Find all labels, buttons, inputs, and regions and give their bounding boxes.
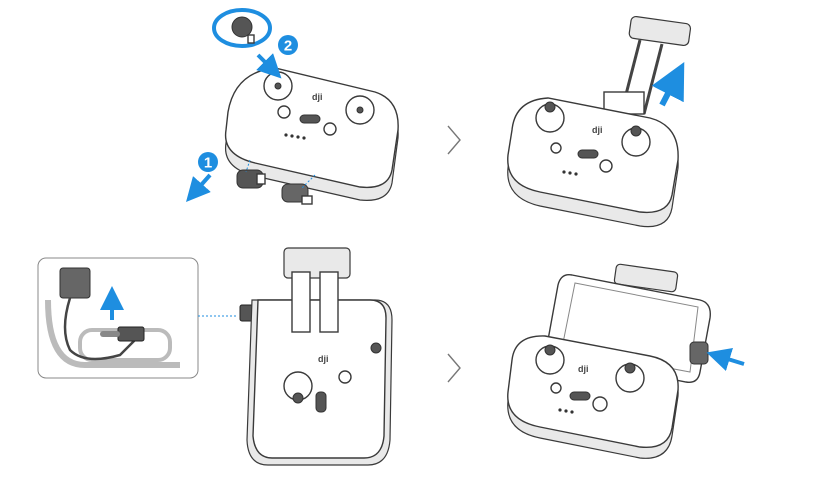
control-stick bbox=[281, 183, 313, 205]
cable-connector bbox=[59, 267, 91, 299]
function-button bbox=[277, 105, 291, 119]
mobile-device-holder bbox=[283, 247, 351, 279]
remove-arrow-icon bbox=[186, 173, 212, 202]
rotate-arrow-icon bbox=[212, 8, 272, 48]
panel-remove-sticks: dji 2 1 bbox=[186, 8, 399, 205]
step-2-badge: 2 bbox=[278, 35, 298, 55]
dji-logo: dji bbox=[312, 92, 323, 102]
battery-leds bbox=[284, 133, 306, 140]
insert-arrow-icon bbox=[256, 53, 282, 79]
svg-text:2: 2 bbox=[284, 38, 292, 55]
rc-cable bbox=[63, 297, 141, 361]
extend-arrow-icon bbox=[651, 62, 685, 107]
dji-logo: dji bbox=[592, 125, 603, 135]
svg-text:1: 1 bbox=[204, 155, 212, 172]
dji-logo: dji bbox=[318, 354, 329, 364]
mobile-device-holder bbox=[613, 263, 679, 293]
return-to-home-button bbox=[323, 122, 337, 136]
cable-connector bbox=[689, 341, 709, 365]
remote-controller: dji bbox=[224, 67, 399, 201]
panel-extend-holder: dji bbox=[507, 15, 692, 228]
control-stick-rotating bbox=[212, 8, 272, 48]
control-stick bbox=[236, 169, 266, 189]
next-step-chevron-icon bbox=[447, 125, 461, 155]
next-step-chevron-icon bbox=[447, 353, 461, 383]
flight-mode-switch bbox=[299, 114, 321, 124]
mobile-device-holder bbox=[628, 15, 692, 47]
dji-logo: dji bbox=[578, 364, 589, 374]
panel-connect-cable: dji bbox=[37, 247, 393, 466]
push-arrow-icon bbox=[706, 348, 745, 371]
panel-mount-phone: dji bbox=[507, 263, 745, 459]
step-1-badge: 1 bbox=[198, 152, 218, 172]
